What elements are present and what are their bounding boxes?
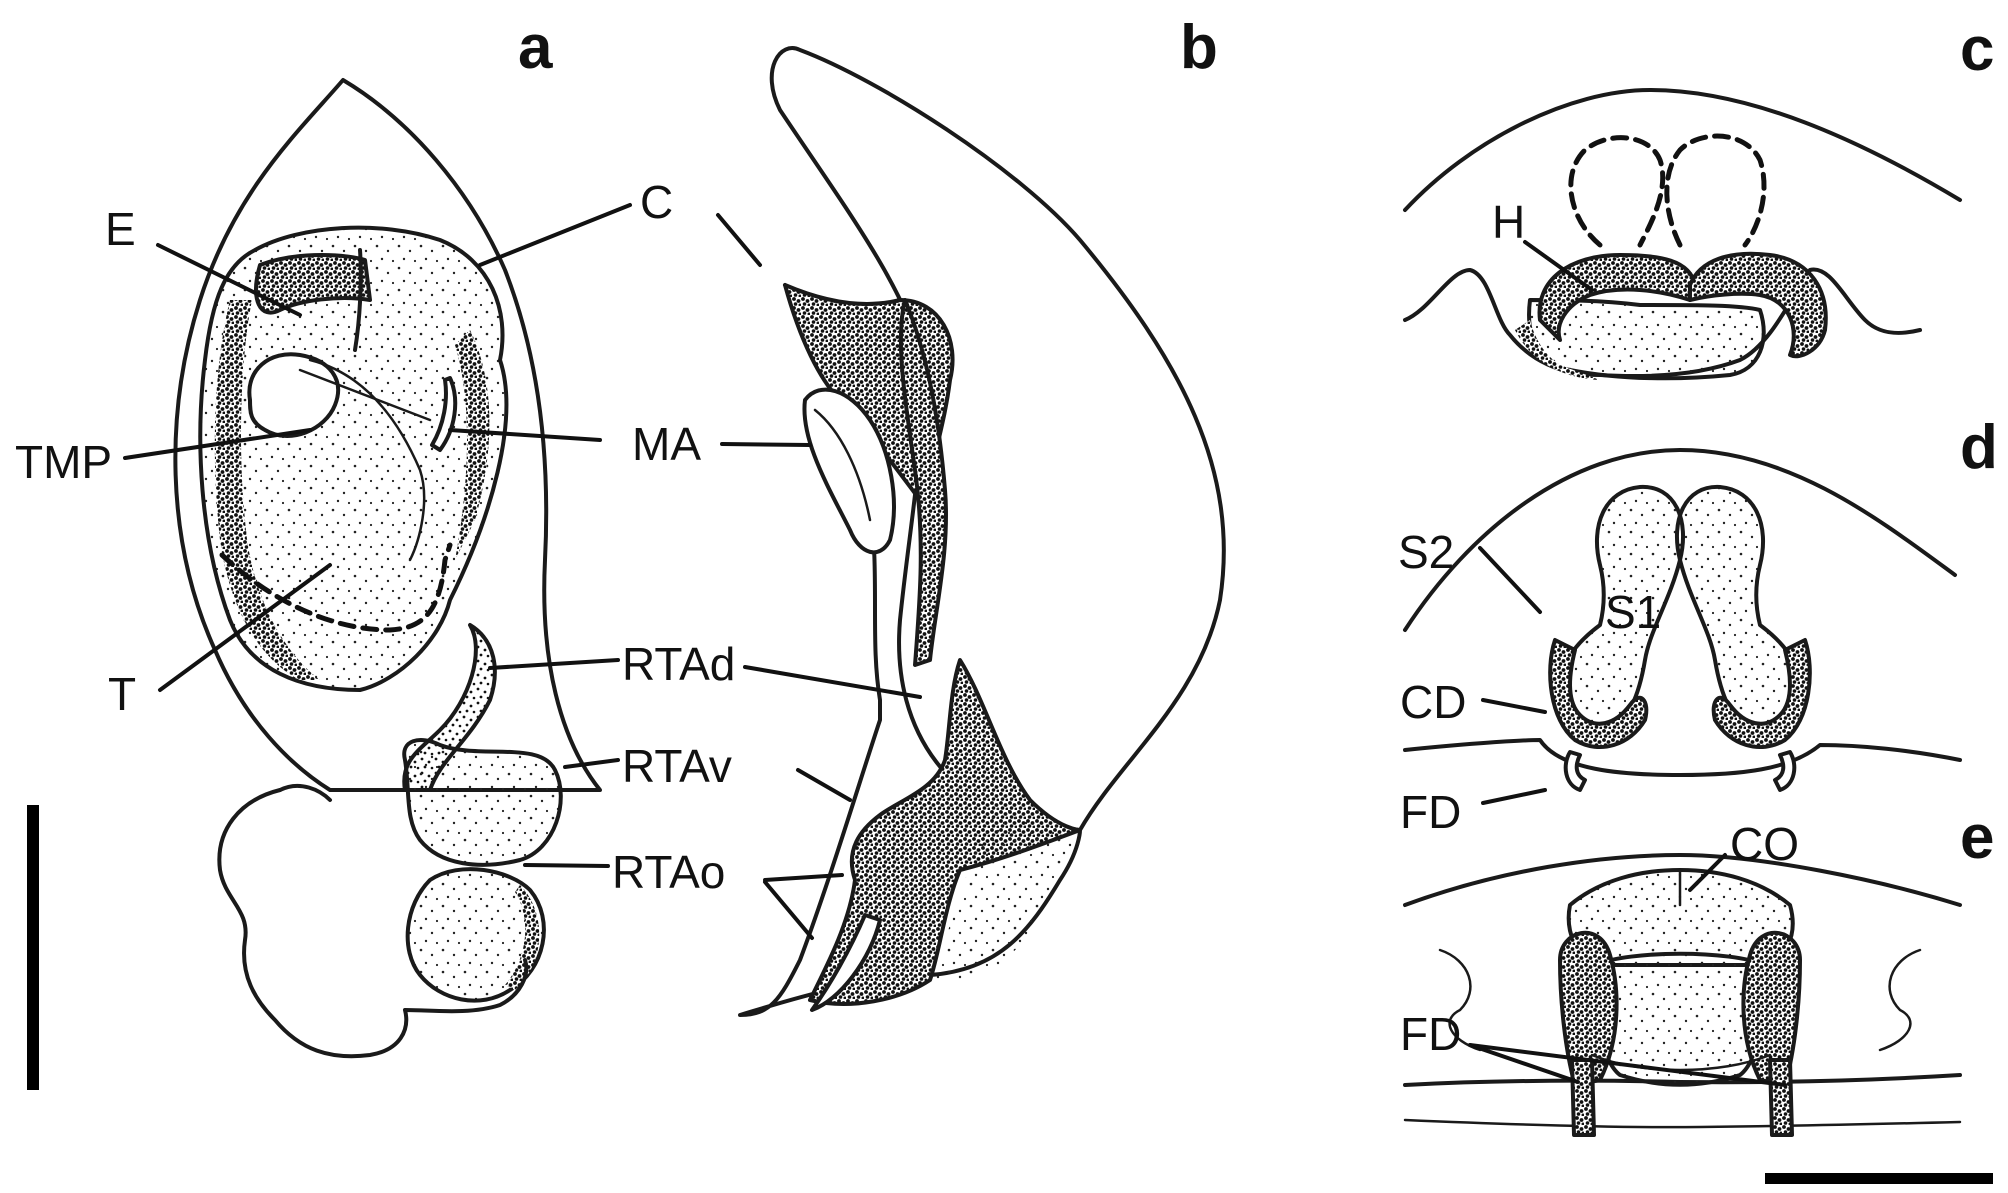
panel-d-drawing: [1403, 448, 1962, 792]
leader-RTAo: [523, 863, 610, 868]
spermatheca-s1-left: [1558, 484, 1686, 735]
label-FD-e: FD: [1400, 1008, 1461, 1060]
label-S1: S1: [1605, 586, 1661, 638]
panel-e-drawing: [1403, 853, 1962, 1137]
label-H: H: [1492, 196, 1525, 248]
structure-labels: E C TMP MA T RTAd RTAv RTAo H S2 S1 CD F…: [15, 176, 1799, 1060]
leader-RTAd-b: [743, 665, 922, 699]
label-RTAd: RTAd: [622, 638, 735, 690]
rta-oblique-shading: [505, 885, 540, 990]
leader-C-b: [716, 213, 762, 267]
spermatheca-left-dashed: [1568, 135, 1666, 248]
fertilization-duct-left: [1563, 750, 1587, 792]
leader-CO: [1688, 853, 1727, 892]
panel-letters: a b c d e: [518, 13, 1998, 872]
conductor-line: [298, 368, 432, 422]
median-apophysis: [430, 376, 458, 452]
scale-bar-palp: [27, 805, 39, 1090]
fertilization-duct-right: [1773, 750, 1797, 792]
fertilization-duct-left-ventral: [1570, 1058, 1596, 1137]
leader-E: [156, 243, 302, 317]
label-MA: MA: [632, 418, 701, 470]
label-E: E: [105, 203, 136, 255]
copulatory-duct-right: [1711, 638, 1812, 750]
label-TMP: TMP: [15, 436, 112, 488]
embolus-spine: [353, 248, 363, 352]
label-RTAv: RTAv: [622, 740, 732, 792]
rta-ventral-process: [402, 738, 563, 867]
embolus: [254, 253, 372, 315]
epigastric-contour: [1403, 853, 1962, 907]
label-C: C: [640, 176, 673, 228]
panel-b-drawing: [738, 46, 1226, 1017]
tegulum-dashed-margin: [219, 542, 453, 633]
panel-c-drawing: [1403, 88, 1962, 381]
panel-letter-b: b: [1180, 13, 1218, 82]
rta-lateral-light: [935, 800, 1075, 982]
epigyne-outer-contour: [1403, 88, 1962, 212]
label-CO: CO: [1730, 818, 1799, 870]
rta-oblique-process: [405, 867, 546, 1003]
tegulum-right-shading: [455, 330, 490, 560]
leader-RTAv-b: [796, 768, 852, 802]
leader-RTAd: [488, 658, 620, 670]
panel-letter-c: c: [1960, 15, 1994, 84]
leader-RTAo-b1: [763, 873, 844, 882]
median-apophysis-lateral: [802, 387, 896, 555]
abdomen-lower-line: [1403, 1118, 1962, 1129]
leader-MA: [448, 428, 602, 442]
leader-RTAv: [563, 758, 620, 769]
rta-oblique-tooth: [810, 913, 882, 1012]
leader-S2: [1478, 546, 1542, 614]
leader-H: [1523, 240, 1594, 292]
leader-MA-b: [720, 442, 812, 447]
vulva-outer-contour: [1403, 448, 1957, 632]
panel-letter-d: d: [1960, 413, 1998, 482]
label-RTAo: RTAo: [612, 846, 725, 898]
label-T: T: [108, 668, 136, 720]
sclerite-line: [308, 358, 426, 562]
label-S2: S2: [1398, 526, 1454, 578]
leader-lines: [123, 203, 1787, 1087]
panel-a-drawing: [173, 78, 602, 1059]
leader-FD-e2: [1468, 1043, 1787, 1087]
leader-T: [158, 563, 332, 692]
copulatory-duct-left: [1548, 638, 1649, 750]
epigyne-side-shading-left: [1515, 320, 1600, 380]
tegulum: [198, 225, 509, 692]
leader-FD-d: [1481, 788, 1547, 805]
leader-TMP: [123, 428, 312, 460]
label-FD-d: FD: [1400, 786, 1461, 838]
spermatheca-right-dashed: [1664, 133, 1767, 248]
lateral-sclerite-left: [1438, 948, 1482, 1052]
leader-CD: [1481, 698, 1547, 714]
leader-FD-e1: [1468, 1043, 1580, 1084]
tibia-upper-edge: [278, 783, 332, 802]
leader-RTAo-b2: [763, 880, 814, 940]
vulva-right-lobe: [1741, 930, 1802, 1087]
panel-letter-a: a: [518, 13, 553, 82]
spermatheca-s1-right: [1674, 484, 1802, 735]
tegulum-rim-shading: [214, 300, 320, 680]
leader-C: [478, 203, 632, 267]
fertilization-duct-right-ventral: [1768, 1058, 1794, 1137]
scale-bar-epigyne: [1765, 1173, 1993, 1184]
panel-letter-e: e: [1960, 803, 1994, 872]
palp-tibia: [217, 788, 529, 1059]
tegular-membranous-process: [247, 352, 341, 438]
embolus-lateral-band: [898, 298, 949, 667]
vulva-posterior-line: [1403, 738, 1962, 777]
vulva-left-lobe: [1558, 930, 1619, 1087]
epigyne-hood-right: [1688, 251, 1828, 359]
lateral-sclerite-right: [1878, 948, 1922, 1052]
ma-inner-line: [813, 408, 872, 522]
label-CD: CD: [1400, 676, 1466, 728]
